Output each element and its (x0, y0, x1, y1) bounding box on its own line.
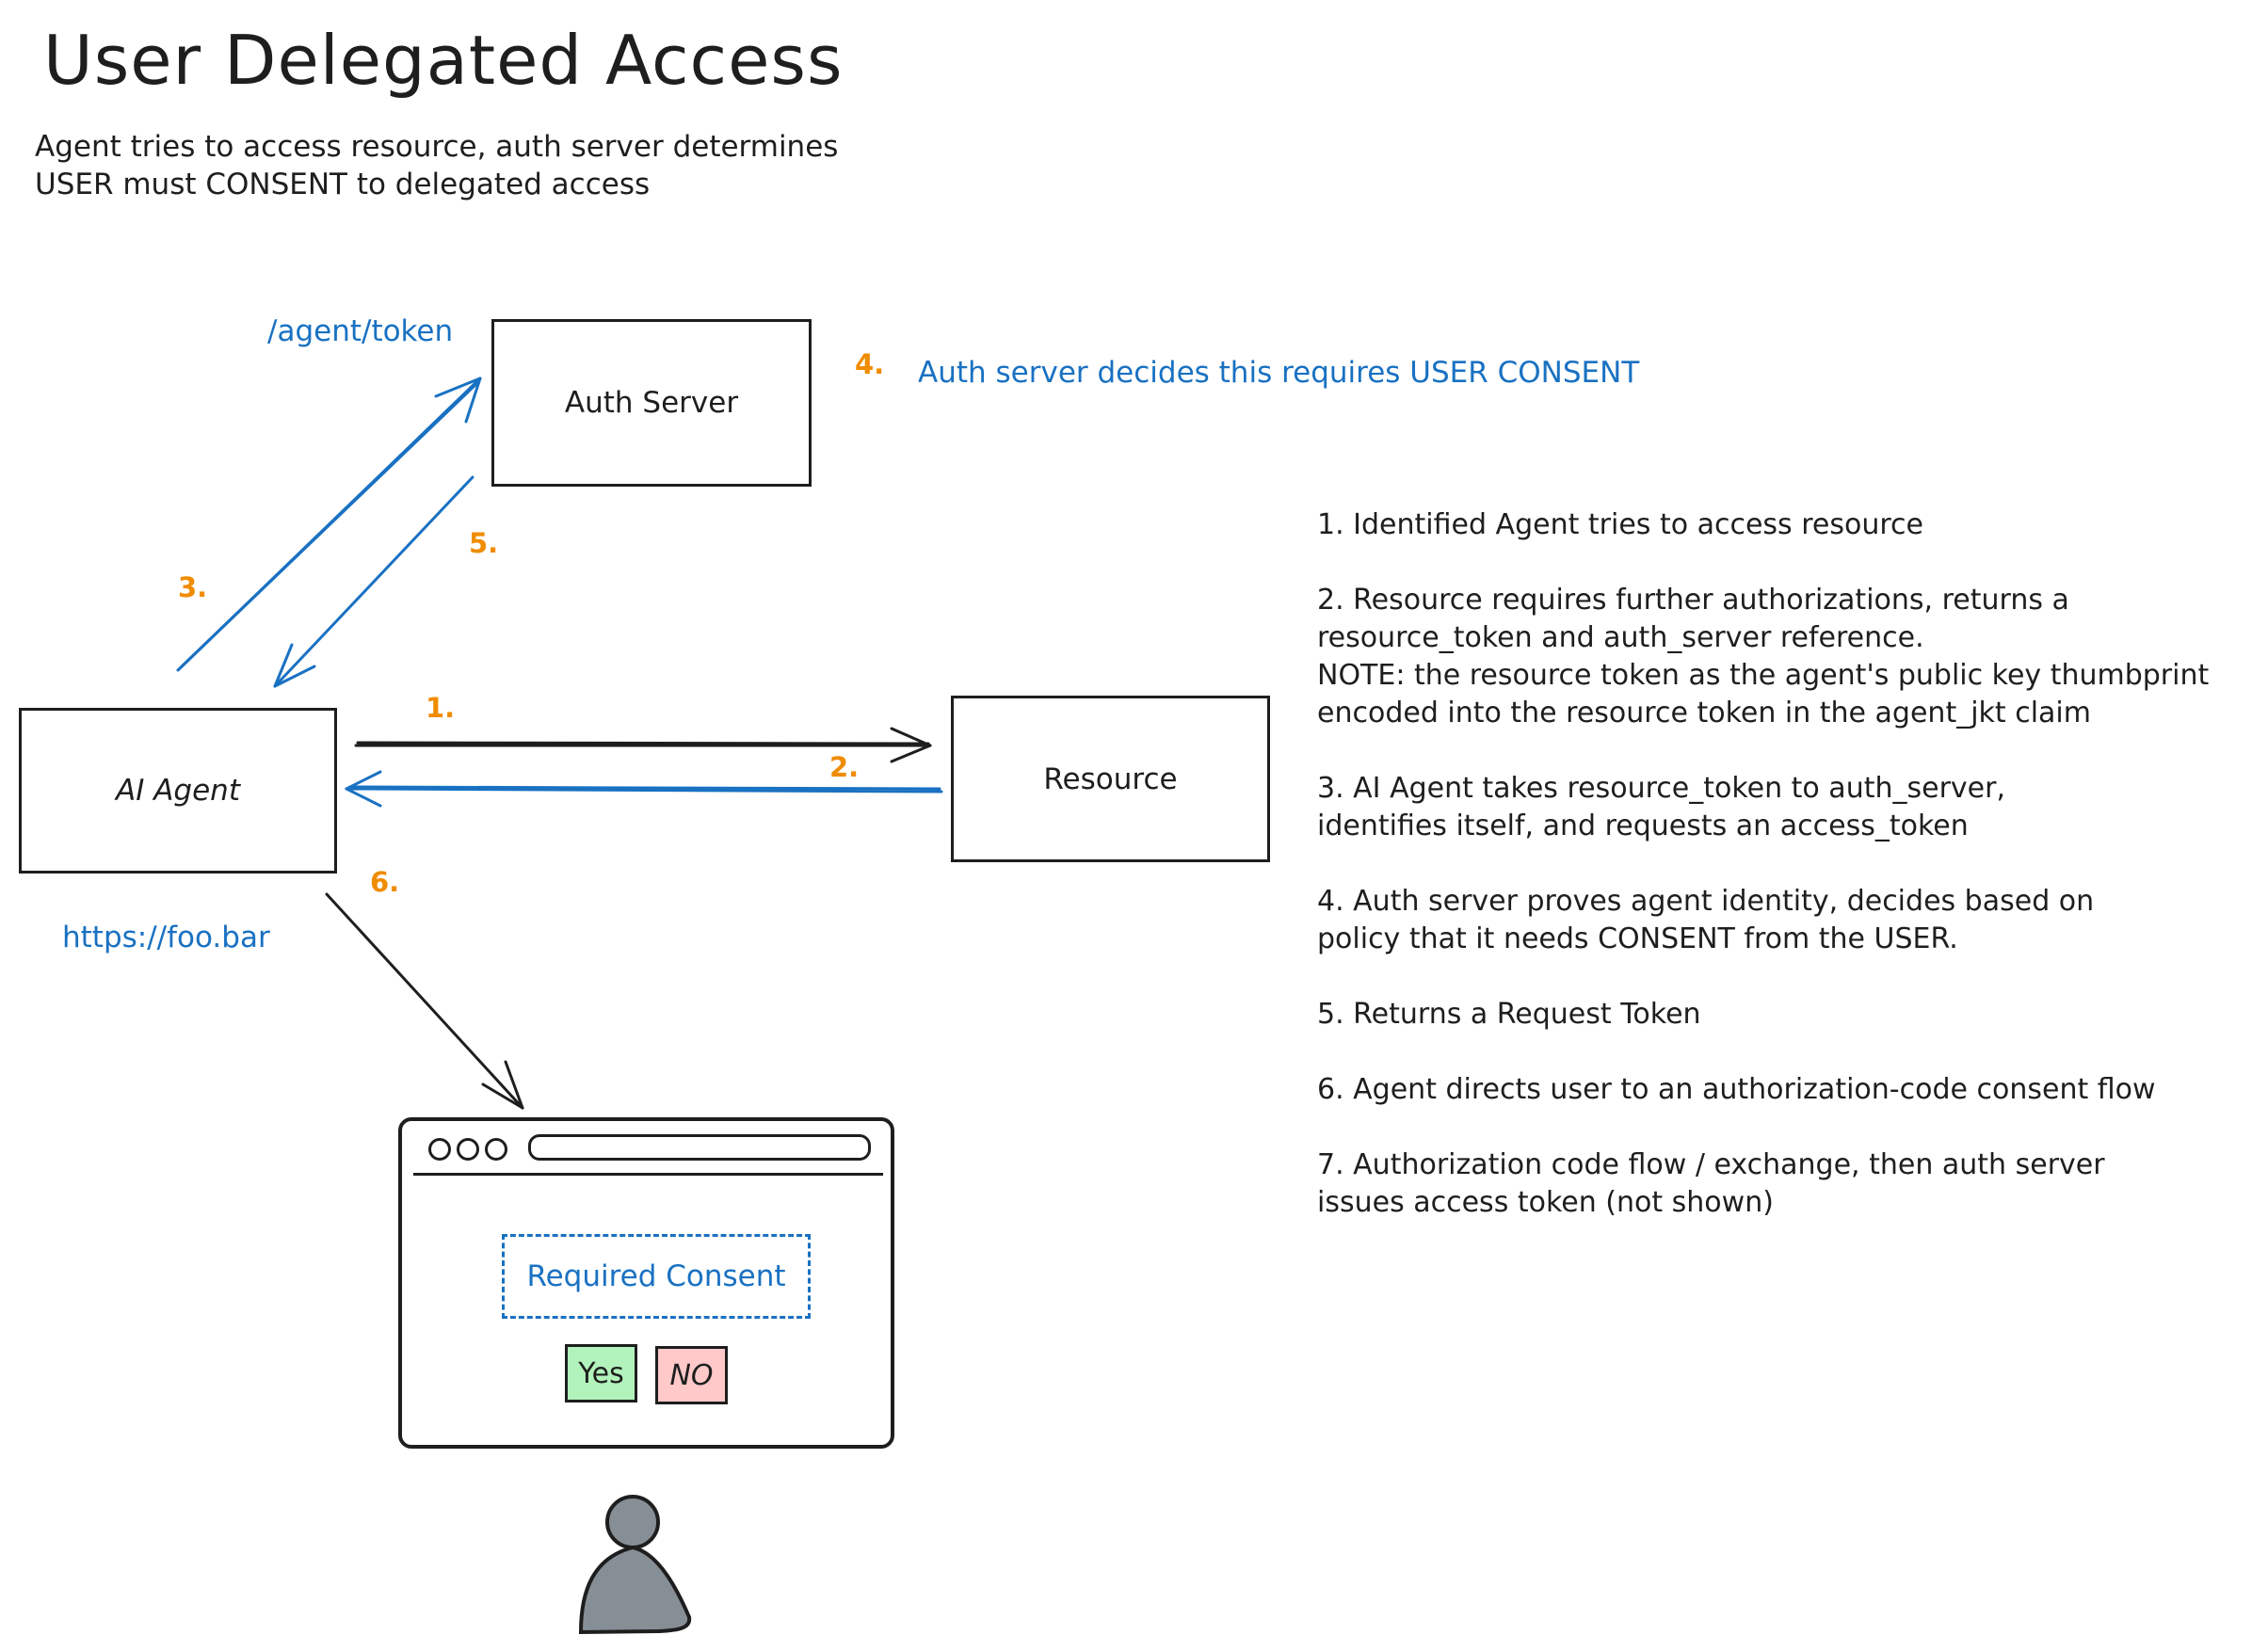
arrow-agent-to-browser (325, 892, 524, 1110)
auth-decision-number: 4. (855, 348, 885, 380)
ai-agent-node: AI Agent (19, 708, 337, 874)
consent-browser-window: Required Consent Yes NO (398, 1117, 894, 1449)
steps-list: 1. Identified Agent tries to access reso… (1317, 506, 2209, 1222)
agent-token-endpoint: /agent/token (267, 314, 454, 348)
window-dot-icon (457, 1138, 479, 1161)
step-item: 7. Authorization code flow / exchange, t… (1317, 1148, 2105, 1219)
arrow-label-step2: 2. (829, 751, 860, 783)
auth-decision-text: Auth server decides this requires USER C… (918, 356, 1640, 390)
step-item: 5. Returns a Request Token (1317, 998, 1701, 1031)
window-controls (428, 1138, 507, 1161)
arrow-agent-to-auth (176, 377, 482, 672)
window-dot-icon (428, 1138, 451, 1161)
step-item: 4. Auth server proves agent identity, de… (1317, 885, 2095, 955)
address-bar[interactable] (528, 1134, 871, 1161)
window-dot-icon (485, 1138, 507, 1161)
resource-label: Resource (1043, 761, 1178, 796)
arrow-label-step3: 3. (178, 571, 208, 603)
auth-server-node: Auth Server (491, 319, 812, 487)
required-consent-box: Required Consent (502, 1234, 811, 1319)
step-item: 2. Resource requires further authorizati… (1317, 584, 2210, 729)
resource-node: Resource (951, 696, 1270, 862)
consent-no-button[interactable]: NO (655, 1346, 728, 1404)
auth-server-label: Auth Server (564, 386, 739, 420)
arrow-label-step5: 5. (469, 527, 499, 559)
agent-url: https://foo.bar (62, 921, 270, 954)
arrow-label-step6: 6. (370, 866, 400, 898)
required-consent-label: Required Consent (526, 1259, 786, 1293)
ai-agent-label: AI Agent (116, 774, 240, 808)
arrow-label-step1: 1. (426, 692, 456, 724)
step-item: 6. Agent directs user to an authorizatio… (1317, 1073, 2156, 1106)
page-subtitle: Agent tries to access resource, auth ser… (35, 130, 839, 201)
step-item: 1. Identified Agent tries to access reso… (1317, 508, 1923, 541)
page-title: User Delegated Access (43, 21, 844, 100)
toolbar-divider (413, 1173, 883, 1176)
consent-yes-button[interactable]: Yes (565, 1344, 637, 1403)
arrow-auth-to-agent (273, 475, 475, 688)
user-person-icon (578, 1495, 692, 1635)
step-item: 3. AI Agent takes resource_token to auth… (1317, 772, 2005, 842)
